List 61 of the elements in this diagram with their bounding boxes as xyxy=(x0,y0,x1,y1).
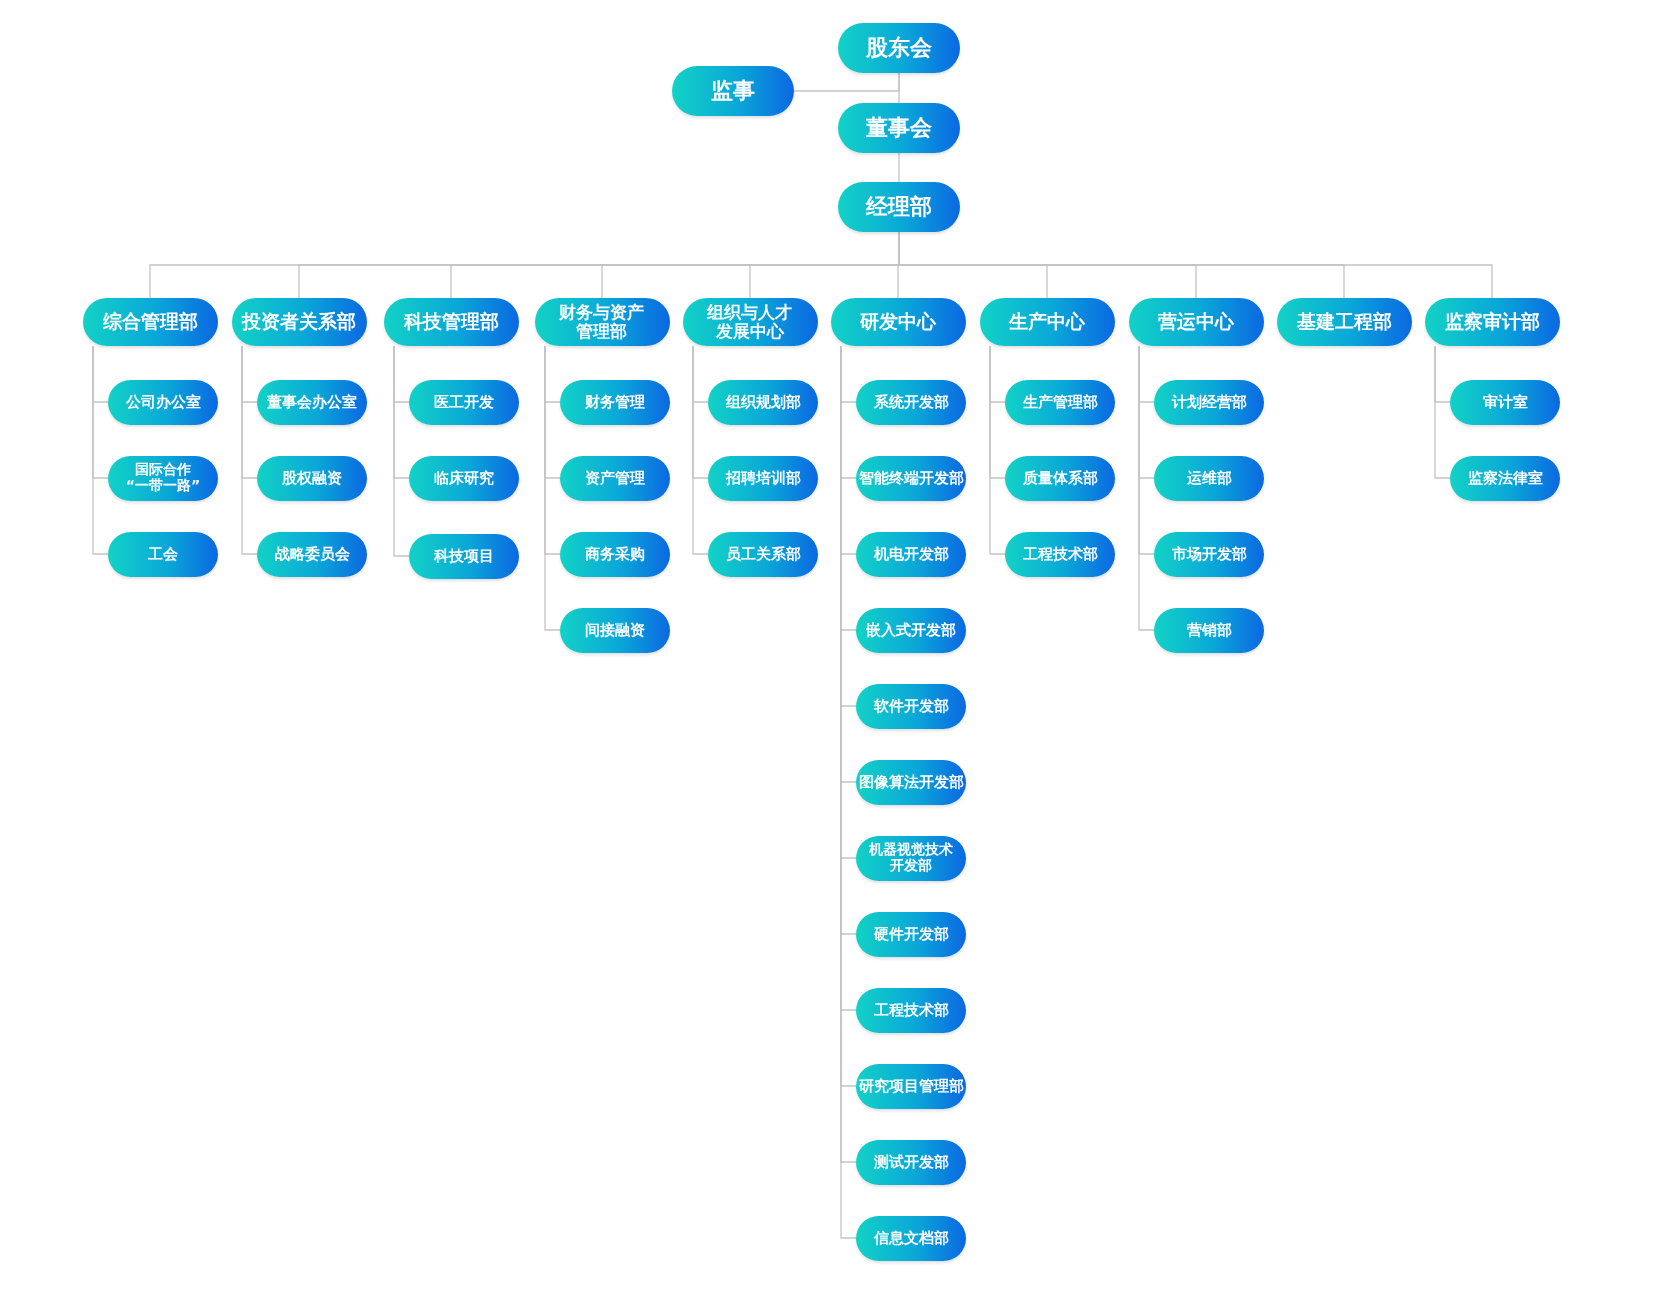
unit-box: 组织规划部 xyxy=(708,379,818,425)
unit-box: 股权融资 xyxy=(257,455,367,501)
unit-box: 计划经营部 xyxy=(1154,379,1264,425)
unit-box: 工程技术部 xyxy=(1005,531,1115,577)
unit-box: 信息文档部 xyxy=(856,1215,966,1261)
unit-box: 营销部 xyxy=(1154,607,1264,653)
connector-line xyxy=(393,345,410,557)
unit-box: 运维部 xyxy=(1154,455,1264,501)
department-box: 监察审计部 xyxy=(1424,298,1560,346)
connector-line xyxy=(793,72,900,92)
department-box: 组织与人才发展中心 xyxy=(682,298,818,346)
unit-box: 机电开发部 xyxy=(856,531,966,577)
unit-box: 质量体系部 xyxy=(1005,455,1115,501)
unit-box: 财务管理 xyxy=(560,379,670,425)
department-box: 营运中心 xyxy=(1128,298,1264,346)
unit-box: 招聘培训部 xyxy=(708,455,818,501)
connector-line xyxy=(544,345,561,631)
unit-box: 员工关系部 xyxy=(708,531,818,577)
department-box: 财务与资产管理部 xyxy=(534,298,670,346)
department-box: 研发中心 xyxy=(830,298,966,346)
unit-box: 战略委员会 xyxy=(257,531,367,577)
connector-line xyxy=(692,345,709,555)
governance-box: 经理部 xyxy=(838,182,960,232)
connector-line xyxy=(92,345,109,555)
unit-box: 工会 xyxy=(108,531,218,577)
unit-box: 国际合作 “一带一路” xyxy=(108,455,218,501)
unit-box: 研究项目管理部 xyxy=(856,1063,966,1109)
connector-line xyxy=(898,152,900,183)
unit-box: 审计室 xyxy=(1450,379,1560,425)
governance-box: 股东会 xyxy=(838,23,960,73)
unit-box: 嵌入式开发部 xyxy=(856,607,966,653)
unit-box: 图像算法开发部 xyxy=(856,759,966,805)
unit-box: 间接融资 xyxy=(560,607,670,653)
unit-box: 医工开发 xyxy=(409,379,519,425)
department-box: 科技管理部 xyxy=(383,298,519,346)
unit-box: 商务采购 xyxy=(560,531,670,577)
unit-box: 科技项目 xyxy=(409,533,519,579)
unit-box: 工程技术部 xyxy=(856,987,966,1033)
unit-box: 临床研究 xyxy=(409,455,519,501)
unit-box: 机器视觉技术开发部 xyxy=(856,835,966,881)
department-box: 基建工程部 xyxy=(1276,298,1412,346)
unit-box: 软件开发部 xyxy=(856,683,966,729)
unit-box: 生产管理部 xyxy=(1005,379,1115,425)
connector-line xyxy=(989,345,1006,555)
department-box: 综合管理部 xyxy=(82,298,218,346)
department-box: 生产中心 xyxy=(979,298,1115,346)
unit-box: 公司办公室 xyxy=(108,379,218,425)
unit-box: 监察法律室 xyxy=(1450,455,1560,501)
unit-box: 董事会办公室 xyxy=(257,379,367,425)
unit-box: 测试开发部 xyxy=(856,1139,966,1185)
unit-box: 硬件开发部 xyxy=(856,911,966,957)
governance-box: 监事 xyxy=(672,66,794,116)
unit-box: 系统开发部 xyxy=(856,379,966,425)
connector-line xyxy=(1434,345,1451,479)
unit-box: 资产管理 xyxy=(560,455,670,501)
connector-line xyxy=(241,345,258,555)
unit-box: 智能终端开发部 xyxy=(856,455,966,501)
connector-line xyxy=(1138,345,1155,631)
department-box: 投资者关系部 xyxy=(231,298,367,346)
unit-box: 市场开发部 xyxy=(1154,531,1264,577)
governance-box: 董事会 xyxy=(838,103,960,153)
